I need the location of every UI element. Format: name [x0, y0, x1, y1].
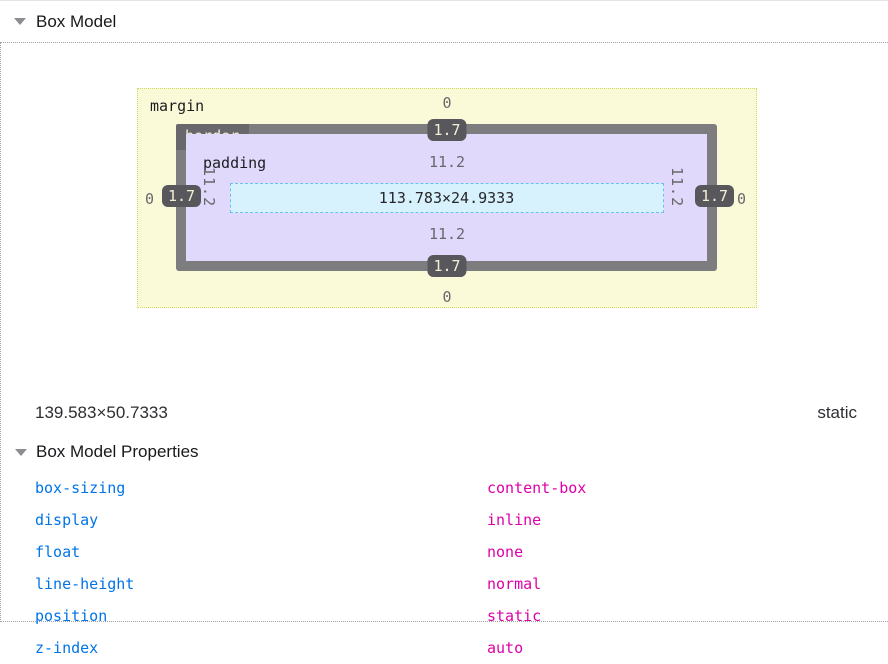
property-row[interactable]: z-index auto	[1, 632, 888, 664]
content-size-value[interactable]: 113.783×24.9333	[378, 188, 515, 207]
padding-left-value[interactable]: 11.2	[200, 167, 218, 208]
border-left-value[interactable]: 1.7	[162, 185, 202, 207]
box-model-properties-header[interactable]: Box Model Properties	[15, 442, 199, 462]
property-value: none	[487, 543, 524, 561]
property-value: normal	[487, 575, 542, 593]
margin-right-value[interactable]: 0	[737, 190, 747, 208]
padding-bottom-value[interactable]: 11.2	[428, 225, 466, 243]
border-top-value[interactable]: 1.7	[427, 119, 467, 141]
property-row[interactable]: display inline	[1, 504, 888, 536]
border-right-value[interactable]: 1.7	[695, 185, 735, 207]
box-model-panel-content: margin 0 0 0 0 border padding 113.783×24…	[0, 42, 888, 657]
property-name: box-sizing	[35, 479, 126, 497]
margin-label: margin	[150, 97, 205, 115]
property-value: inline	[487, 511, 542, 529]
property-name: float	[35, 543, 81, 561]
properties-title: Box Model Properties	[36, 442, 199, 461]
margin-top-value[interactable]: 0	[442, 94, 452, 112]
element-size: 139.583×50.7333	[35, 403, 168, 422]
box-model-section-header[interactable]: Box Model	[0, 0, 888, 42]
content-region: 113.783×24.9333	[229, 182, 664, 213]
padding-region: padding 113.783×24.9333	[186, 134, 707, 261]
property-value: auto	[487, 639, 524, 657]
property-name: display	[35, 511, 99, 529]
margin-left-value[interactable]: 0	[145, 190, 155, 208]
element-position: static	[817, 403, 857, 422]
property-name: position	[35, 607, 108, 625]
expander-triangle-icon[interactable]	[14, 18, 26, 25]
property-row[interactable]: box-sizing content-box	[1, 472, 888, 504]
properties-expander-triangle-icon[interactable]	[15, 448, 27, 456]
border-region: border padding 113.783×24.9333	[176, 124, 717, 271]
margin-bottom-value[interactable]: 0	[442, 288, 452, 306]
properties-list: box-sizing content-box display inline fl…	[1, 472, 888, 664]
property-row[interactable]: line-height normal	[1, 568, 888, 600]
property-row[interactable]: position static	[1, 600, 888, 632]
property-value: static	[487, 607, 542, 625]
property-value: content-box	[487, 479, 587, 497]
margin-region: margin 0 0 0 0 border padding 113.783×24…	[137, 88, 757, 308]
element-summary-row: 139.583×50.7333 static	[35, 403, 857, 423]
border-bottom-value[interactable]: 1.7	[427, 255, 467, 277]
property-row[interactable]: float none	[1, 536, 888, 568]
property-name: z-index	[35, 639, 99, 657]
padding-label: padding	[203, 154, 267, 172]
padding-top-value[interactable]: 11.2	[428, 153, 466, 171]
padding-right-value[interactable]: 11.2	[668, 167, 686, 208]
property-name: line-height	[35, 575, 135, 593]
section-title: Box Model	[36, 11, 117, 31]
